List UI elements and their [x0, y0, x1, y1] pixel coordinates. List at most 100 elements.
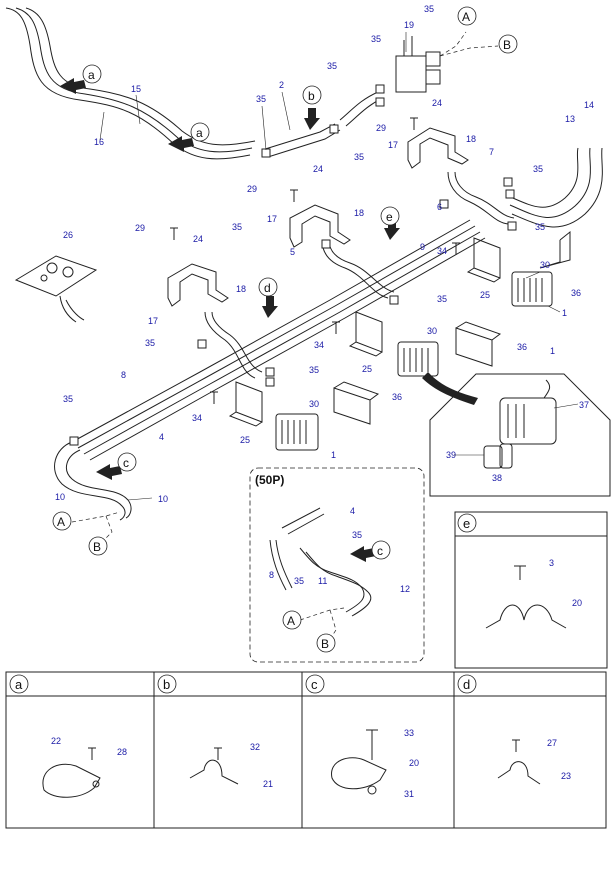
label-8: 8: [269, 570, 274, 580]
label-35: 35: [63, 394, 73, 404]
label-14: 14: [584, 100, 594, 110]
label-1: 1: [331, 450, 336, 460]
label-35: 35: [535, 222, 545, 232]
label-34: 34: [314, 340, 324, 350]
label-19: 19: [404, 20, 414, 30]
tube-2: [261, 123, 341, 158]
callout-a: a: [88, 68, 95, 82]
label-29: 29: [135, 223, 145, 233]
callout-A: A: [462, 10, 470, 24]
plate-36-left: [333, 381, 380, 425]
label-3: 3: [549, 558, 554, 568]
callout-b: b: [308, 89, 315, 103]
label-20: 20: [572, 598, 582, 608]
tube-17-18-right: [447, 171, 515, 225]
label-16: 16: [94, 137, 104, 147]
label-15: 15: [131, 84, 141, 94]
label-17: 17: [388, 140, 398, 150]
tube-13-14: [507, 147, 603, 228]
label-11: 11: [318, 576, 327, 586]
screws: [170, 117, 460, 404]
label-12: 12: [400, 584, 410, 594]
callout-A: A: [287, 614, 295, 628]
label-1: 1: [550, 346, 555, 356]
label-10: 10: [158, 494, 168, 504]
tab-c: c: [311, 677, 318, 692]
tube-10: [54, 441, 132, 521]
label-33: 33: [404, 728, 414, 738]
tab-d: d: [463, 677, 470, 692]
label-39: 39: [446, 450, 456, 460]
label-22: 22: [51, 736, 61, 746]
callout-a: a: [196, 126, 203, 140]
label-35: 35: [354, 152, 364, 162]
label-36: 36: [392, 392, 402, 402]
tube-4-8: [71, 219, 486, 461]
label-35: 35: [232, 222, 242, 232]
label-26: 26: [63, 230, 73, 240]
callout-d: d: [264, 281, 271, 295]
label-35: 35: [352, 530, 362, 540]
letter-callouts: a a b e d c c A B A B A B: [52, 6, 518, 653]
bracket-24-upper: [407, 127, 469, 169]
label-17: 17: [148, 316, 158, 326]
label-31: 31: [404, 789, 414, 799]
tube-17-18-left: [204, 311, 263, 379]
label-28: 28: [117, 747, 127, 757]
label-35: 35: [294, 576, 304, 586]
detail-panels-abcd: [5, 671, 607, 829]
direction-arrows: [60, 78, 400, 480]
plate-36-right: [539, 230, 571, 269]
bracket-25-right: [466, 237, 501, 283]
label-10: 10: [55, 492, 65, 502]
callout-B: B: [503, 38, 511, 52]
label-18: 18: [354, 208, 364, 218]
label-32: 32: [250, 742, 260, 752]
tab-e: e: [463, 516, 470, 531]
callout-c: c: [123, 456, 129, 470]
label-35: 35: [371, 34, 381, 44]
module-1-left: [275, 413, 319, 451]
label-30: 30: [540, 260, 550, 270]
label-1: 1: [562, 308, 567, 318]
label-34: 34: [437, 246, 447, 256]
label-2: 2: [279, 80, 284, 90]
label-24: 24: [313, 164, 323, 174]
label-4: 4: [159, 432, 164, 442]
bracket-25-mid: [348, 311, 383, 357]
bracket-25-left: [228, 381, 263, 427]
inset-50p: [249, 467, 425, 663]
leader-lines: [99, 32, 579, 501]
plate-36-mid: [455, 321, 502, 367]
tube-2-upper: [339, 91, 384, 127]
label-18: 18: [236, 284, 246, 294]
bracket-24-left: [167, 263, 229, 307]
label-29: 29: [376, 123, 386, 133]
label-25: 25: [362, 364, 372, 374]
detail-pointer-arrow: [422, 372, 478, 405]
connector-19: [395, 36, 441, 93]
callout-e: e: [386, 210, 393, 224]
label-20: 20: [409, 758, 419, 768]
callout-B: B: [93, 540, 101, 554]
label-9: 9: [420, 242, 425, 252]
plate-26: [14, 255, 98, 323]
label-35: 35: [424, 4, 434, 14]
label-24: 24: [193, 234, 203, 244]
label-21: 21: [263, 779, 273, 789]
tube-17-18-mid: [321, 239, 395, 299]
label-34: 34: [192, 413, 202, 423]
label-30: 30: [427, 326, 437, 336]
label-30: 30: [309, 399, 319, 409]
tab-b: b: [163, 677, 170, 692]
label-35: 35: [533, 164, 543, 174]
label-6: 6: [437, 202, 442, 212]
label-38: 38: [492, 473, 502, 483]
detail-tab-letters: e a b c d: [9, 513, 477, 694]
module-1-right: [511, 271, 553, 307]
label-36: 36: [517, 342, 527, 352]
label-37: 37: [579, 400, 589, 410]
label-36: 36: [571, 288, 581, 298]
